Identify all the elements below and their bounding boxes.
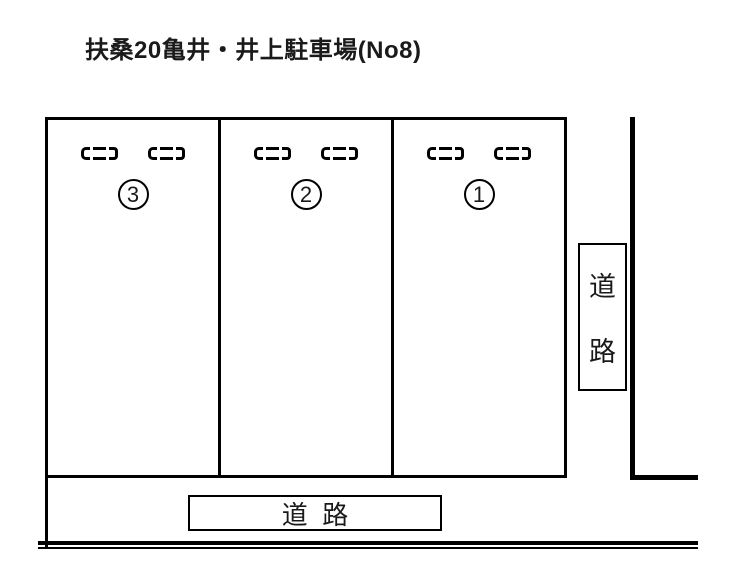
road-label-horizontal: 道 路 — [188, 495, 442, 531]
parking-space-1: 1 — [394, 120, 564, 475]
car-icon — [494, 147, 531, 160]
car-icon-row — [427, 147, 531, 160]
car-icon — [321, 147, 358, 160]
car-icon — [148, 147, 185, 160]
road-label-vertical: 道 路 — [578, 243, 627, 391]
road-corner-line — [630, 475, 698, 480]
car-icon — [427, 147, 464, 160]
left-boundary-extension — [45, 478, 48, 548]
page-title: 扶桑20亀井・井上駐車場(No8) — [85, 37, 422, 64]
parking-space-2: 2 — [221, 120, 394, 475]
car-icon — [81, 147, 118, 160]
space-number-badge: 1 — [463, 179, 495, 210]
parking-space-3: 3 — [48, 120, 221, 475]
space-number-badge: 3 — [117, 179, 149, 210]
road-label-char: 路 — [589, 337, 616, 367]
space-number-badge: 2 — [290, 179, 322, 210]
road-label-char: 道 — [589, 272, 616, 302]
road-edge-line-right — [630, 117, 635, 480]
parking-lot-outline: 3 2 1 — [45, 117, 567, 478]
road-edge-double-line-bottom — [38, 541, 698, 549]
car-icon-row — [81, 147, 185, 160]
car-icon-row — [254, 147, 358, 160]
car-icon — [254, 147, 291, 160]
